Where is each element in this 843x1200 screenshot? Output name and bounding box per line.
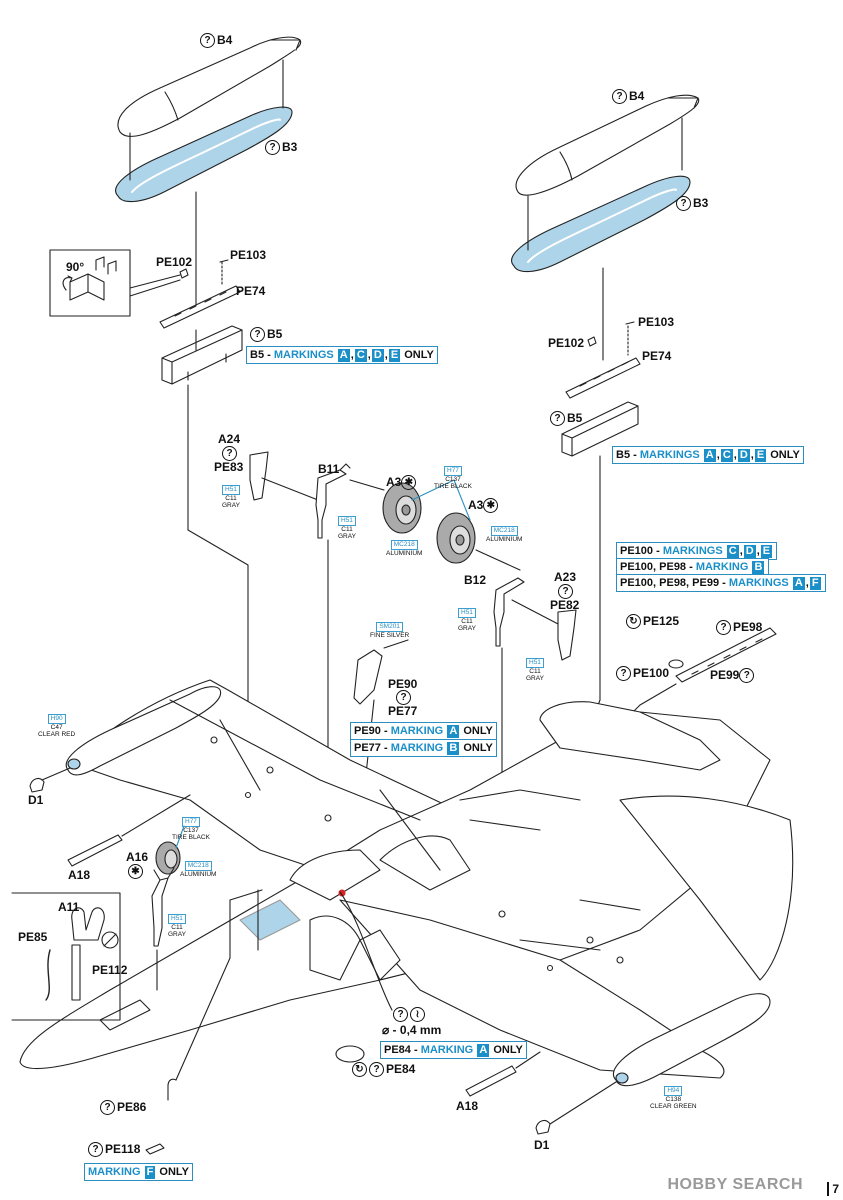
detail-box-nose: [11, 892, 121, 1021]
label-b5-right: ?B5: [550, 411, 582, 427]
label-pe103-right: PE103: [638, 315, 675, 329]
label-a11: A11: [58, 900, 80, 914]
page-number: 7: [827, 1182, 839, 1196]
note-pe90: PE90 - MARKING A ONLY: [350, 722, 497, 740]
note-pe99: PE100, PE98, PE99 - MARKINGS A,F: [616, 574, 826, 592]
a23-door: [557, 609, 577, 661]
a24-door: [249, 451, 269, 501]
label-a24-q: ?: [222, 446, 239, 462]
label-a24: A24: [218, 432, 241, 446]
b5-pylon-right: [561, 401, 639, 457]
note-pe84: PE84 - MARKING A ONLY: [380, 1041, 527, 1059]
pe98-strip: [675, 627, 777, 683]
a16-wheel: [155, 841, 181, 875]
aircraft-fuselage: [19, 679, 794, 1087]
label-b3-left: ?B3: [265, 140, 297, 156]
pe74-strip-left: [159, 285, 241, 329]
a11-fork: [71, 907, 105, 941]
label-d1-right: D1: [534, 1138, 550, 1152]
b12-strut: [493, 577, 525, 647]
b11-strut: [315, 463, 351, 539]
label-a3-right: A3✱: [468, 498, 499, 514]
watermark: HOBBY SEARCH: [667, 1176, 803, 1193]
label-pe74-left: PE74: [236, 284, 266, 298]
a3-wheel-right: [436, 512, 476, 564]
label-pe83: PE83: [214, 460, 244, 474]
label-d1-left: D1: [28, 793, 44, 807]
label-a18-right: A18: [456, 1099, 479, 1113]
pe74-strip-right: [565, 357, 641, 399]
d1-cap-left: [29, 777, 45, 793]
pe84-plate: [335, 1045, 365, 1063]
label-pe98: ?PE98: [716, 620, 762, 636]
label-pe112: PE112: [92, 963, 128, 977]
label-pe77: PE77: [388, 704, 418, 718]
label-b4-right: ?B4: [612, 89, 644, 105]
b5-pylon-left: [161, 325, 243, 385]
note-pe77: PE77 - MARKING B ONLY: [350, 739, 497, 757]
pe90-panel: [353, 649, 383, 705]
label-wire: ⌀ - 0,4 mm: [382, 1023, 442, 1037]
label-pe90: PE90: [388, 677, 418, 691]
tip-tank-left-upper: [117, 36, 302, 137]
pe118-piece: [145, 1143, 165, 1155]
label-b11: B11: [318, 462, 340, 476]
a3-wheel-left: [382, 482, 422, 534]
a18-probe-left: [67, 834, 123, 867]
tip-tank-right-upper: [515, 94, 700, 196]
label-pe85: PE85: [18, 930, 48, 944]
label-a16: A16: [126, 850, 149, 864]
label-a23-q: ?: [558, 584, 575, 600]
label-pe82: PE82: [550, 598, 580, 612]
label-pe125: ↻PE125: [626, 614, 679, 630]
note-b5-right: B5 - MARKINGS A,C,D,E ONLY: [612, 446, 804, 464]
label-pe102-left: PE102: [156, 255, 193, 269]
label-a23: A23: [554, 570, 577, 584]
a18-probe-right: [465, 1065, 517, 1097]
pe86-rod: [167, 1078, 177, 1101]
tip-tank-right-lower: [511, 175, 691, 273]
label-wire-q: ?≀: [393, 1007, 427, 1023]
label-b4-left: ?B4: [200, 33, 232, 49]
label-a3-left: A3✱: [386, 475, 417, 491]
label-pe90-q: ?: [396, 690, 413, 706]
note-pe98: PE100, PE98 - MARKING B: [616, 558, 770, 576]
note-pe118: MARKING F ONLY: [84, 1163, 193, 1181]
label-pe84: ↻?PE84: [352, 1062, 415, 1078]
label-pe99: PE99?: [710, 668, 756, 684]
pe125-ring: [668, 659, 684, 669]
label-pe102-right: PE102: [548, 336, 585, 350]
label-pe118: ?PE118: [88, 1142, 140, 1158]
label-b3-right: ?B3: [676, 196, 708, 212]
label-pe100: ?PE100: [616, 666, 669, 682]
label-pe103-left: PE103: [230, 248, 267, 262]
d1-cap-right: [535, 1119, 551, 1135]
note-b5-left: B5 - MARKINGS A,C,D,E ONLY: [246, 346, 438, 364]
label-b5-left: ?B5: [250, 327, 282, 343]
label-a16-star: ✱: [128, 864, 143, 880]
tip-tank-left-lower: [115, 106, 293, 203]
label-b12: B12: [464, 573, 487, 587]
nose-strut: [151, 867, 175, 947]
label-pe74-right: PE74: [642, 349, 672, 363]
label-a18-left: A18: [68, 868, 91, 882]
label-pe86: ?PE86: [100, 1100, 146, 1116]
label-angle: 90°: [66, 260, 85, 274]
